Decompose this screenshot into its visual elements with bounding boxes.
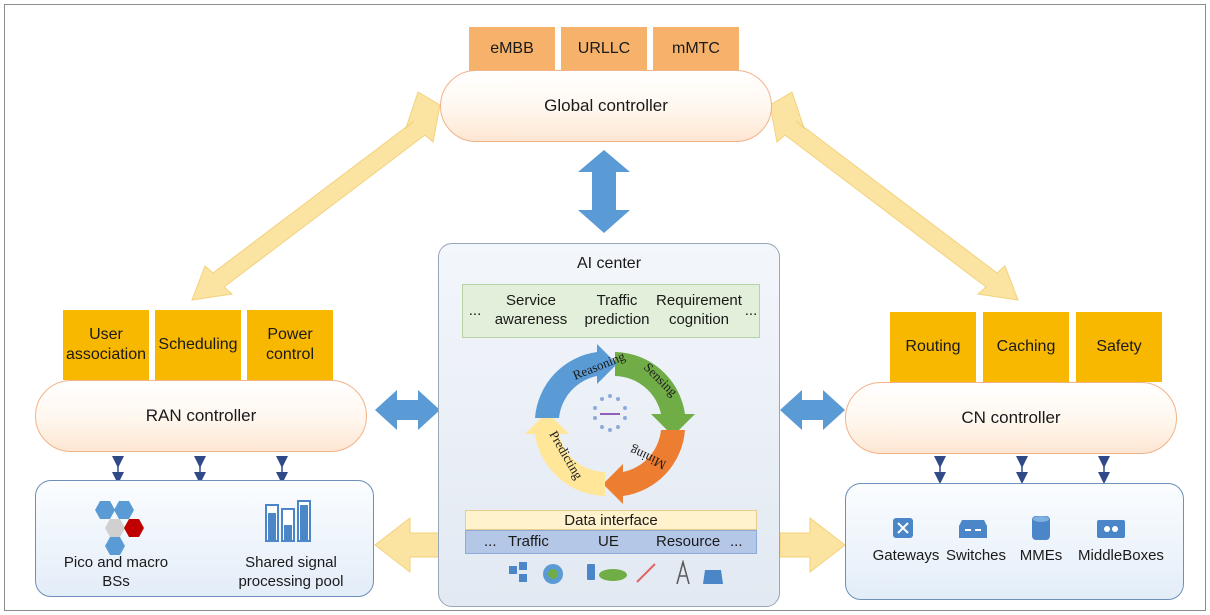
ran-controller: RAN controller [35, 380, 367, 452]
requirement-cognition-label: Requirement cognition [656, 292, 742, 328]
ran-controller-label: RAN controller [145, 406, 257, 425]
resource-ellipsis-left: ... [484, 533, 497, 550]
cn-controller: CN controller [845, 382, 1177, 454]
cn-function-safety: Safety [1076, 312, 1162, 382]
device-icons-row [509, 560, 723, 585]
service-mmtc: mMTC [653, 27, 739, 71]
data-interface-bar: Data interface [465, 510, 757, 530]
arrow-global-cn [769, 91, 1019, 301]
arrow-global-ai [578, 150, 630, 233]
ai-center-panel: AI center ... Service awareness Traffic … [438, 243, 780, 607]
cn-function-caching: Caching [983, 312, 1069, 382]
cn-infrastructure-panel: Gateways Switches MMEs MiddleBoxes [845, 483, 1184, 600]
pico-macro-label: Pico and macro BSs [63, 554, 169, 590]
capability-ellipsis-right: ... [744, 302, 758, 319]
cn-function-routing: Routing [890, 312, 976, 382]
service-awareness-label: Service awareness [494, 292, 568, 328]
ai-cycle-diagram: Reasoning Sensing Mining Predicting [525, 344, 695, 504]
resource-traffic: Traffic [508, 533, 549, 550]
network-cloud-icon [593, 394, 627, 432]
ran-function-user-association: User association [63, 310, 149, 380]
data-interface-label: Data interface [564, 511, 658, 529]
cn-controller-label: CN controller [961, 408, 1061, 427]
service-urllc: URLLC [561, 27, 647, 71]
signal-bars-icon [265, 500, 311, 542]
ai-center-title: AI center [576, 255, 642, 272]
service-embb: eMBB [469, 27, 555, 71]
middlebox-icon [1097, 520, 1125, 538]
capability-ellipsis-left: ... [468, 302, 482, 319]
resource-ellipsis-right: ... [730, 533, 743, 550]
ai-capabilities-box: ... Service awareness Traffic prediction… [462, 284, 760, 338]
arrow-ai-cn-devices [779, 516, 846, 574]
arrow-ai-ran-pool [374, 516, 441, 574]
global-controller-label: Global controller [544, 96, 668, 115]
switch-icon [959, 520, 987, 538]
gateway-icon [893, 518, 913, 538]
resource-ue: UE [598, 533, 619, 550]
mme-icon [1032, 516, 1050, 540]
figure-frame [4, 4, 1206, 611]
arrow-ai-cn [780, 390, 845, 430]
resource-bar: ... Traffic UE Resource ... [465, 530, 757, 554]
cn-links [934, 456, 1110, 484]
ran-infrastructure-panel: Pico and macro BSs Shared signal process… [35, 480, 374, 597]
ran-function-scheduling: Scheduling [155, 310, 241, 380]
switches-label: Switches [945, 547, 1007, 564]
arrow-ran-ai [375, 390, 440, 430]
shared-pool-label: Shared signal processing pool [238, 554, 344, 590]
arrow-global-ran [191, 91, 441, 301]
traffic-prediction-label: Traffic prediction [584, 292, 650, 328]
global-controller: Global controller [440, 70, 772, 142]
gateways-label: Gateways [872, 547, 940, 564]
mmes-label: MMEs [1019, 547, 1063, 564]
service-mmtc-label: mMTC [672, 40, 720, 57]
ran-function-power-control: Power control [247, 310, 333, 380]
ran-links [112, 456, 288, 484]
resource-resource: Resource [656, 533, 721, 550]
hexagon-cluster-icon [95, 501, 144, 555]
service-urllc-label: URLLC [577, 40, 631, 57]
service-embb-label: eMBB [490, 40, 534, 57]
middleboxes-label: MiddleBoxes [1078, 547, 1164, 564]
